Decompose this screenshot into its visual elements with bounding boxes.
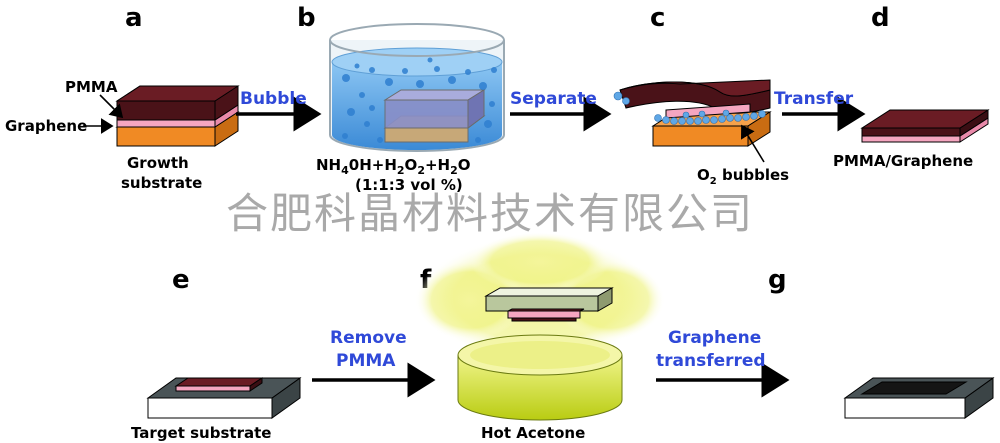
label-target-substrate: Target substrate [131, 424, 271, 442]
label-growth-1: Growth [127, 154, 189, 172]
sample-f [484, 287, 614, 322]
step-remove-1: Remove [330, 328, 407, 348]
panel-letter-b: b [297, 3, 316, 33]
stack-g-left [796, 365, 845, 418]
panel-letter-a: a [125, 3, 143, 33]
panel-letter-c: c [650, 3, 665, 33]
panel-letter-d: d [871, 3, 890, 33]
stack-e [146, 377, 302, 419]
step-transferred-2: transferred [656, 351, 766, 371]
step-remove-2: PMMA [336, 351, 396, 371]
stack-d [860, 109, 990, 143]
panel-letter-e: e [172, 265, 190, 295]
acetone-bath [457, 334, 623, 421]
label-ratio: (1:1:3 vol %) [355, 176, 463, 194]
watermark-text: 合肥科晶材料技术有限公司 [226, 189, 754, 238]
stack-c [613, 79, 772, 147]
label-pmma-graphene: PMMA/Graphene [833, 152, 973, 170]
beaker-b [329, 23, 505, 152]
label-o2-bubbles: O2 bubbles [697, 166, 789, 187]
label-hot-acetone: Hot Acetone [481, 424, 585, 442]
label-graphene: Graphene [5, 117, 87, 135]
label-pmma: PMMA [65, 78, 118, 96]
stack-a [115, 85, 240, 147]
step-transfer: Transfer [774, 89, 854, 109]
stack-g [843, 377, 995, 419]
step-bubble: Bubble [240, 89, 307, 109]
label-growth-2: substrate [121, 174, 202, 192]
label-solution: NH40H+H2O2+H2O [316, 156, 471, 177]
step-separate: Separate [510, 89, 597, 109]
step-transferred-1: Graphene [668, 328, 761, 348]
panel-letter-g: g [768, 265, 787, 295]
